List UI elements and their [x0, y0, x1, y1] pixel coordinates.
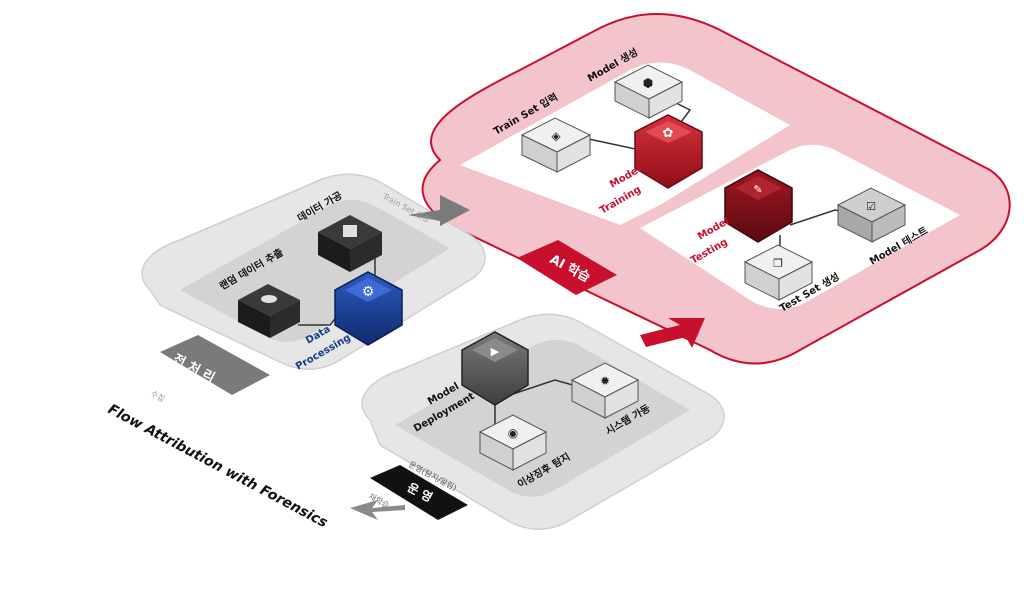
caption: Flow Attribution with Forensics — [105, 401, 330, 531]
node-model-deployment[interactable]: ▶ — [461, 331, 529, 406]
node-random-extract[interactable] — [238, 284, 300, 338]
settings-icon: ✹ — [600, 374, 610, 388]
copy-icon: ❐ — [773, 257, 783, 270]
network-icon: ✿ — [663, 126, 674, 141]
codepen-icon: ◈ — [551, 129, 561, 143]
node-model-create[interactable]: ⬢ — [613, 64, 684, 119]
node-test-set[interactable]: ❐ — [743, 244, 814, 301]
node-model-training[interactable]: ✿ — [634, 114, 703, 189]
check-square-icon: ☑ — [866, 200, 876, 213]
node-model-test[interactable]: ☑ — [836, 187, 907, 243]
node-model-testing[interactable]: ✎ — [724, 169, 793, 243]
node-train-input[interactable]: ◈ — [520, 117, 592, 173]
database-icon — [261, 295, 277, 303]
node-data-processing-core[interactable]: ⚙ — [334, 271, 403, 346]
gears-icon: ⚙ — [362, 284, 375, 300]
ai-tab[interactable]: AI 학습 — [517, 240, 617, 295]
train-set-arrow — [408, 195, 470, 226]
ai-training-panel — [421, 13, 1011, 365]
ai-to-operation-arrow — [640, 318, 705, 348]
label-collect: 수집 — [149, 388, 167, 404]
document-icon — [343, 225, 357, 237]
cube-icon: ⬢ — [643, 76, 653, 90]
edit-icon: ✎ — [753, 183, 762, 196]
retrain-arrow — [350, 500, 405, 520]
node-system-run[interactable]: ✹ — [570, 362, 640, 419]
node-anomaly-detect[interactable]: ◉ — [478, 414, 548, 471]
node-data-process[interactable] — [318, 215, 382, 272]
play-icon: ▶ — [491, 345, 500, 358]
eye-icon: ◉ — [508, 426, 518, 440]
operation-tab[interactable]: 운 영 — [370, 465, 468, 520]
